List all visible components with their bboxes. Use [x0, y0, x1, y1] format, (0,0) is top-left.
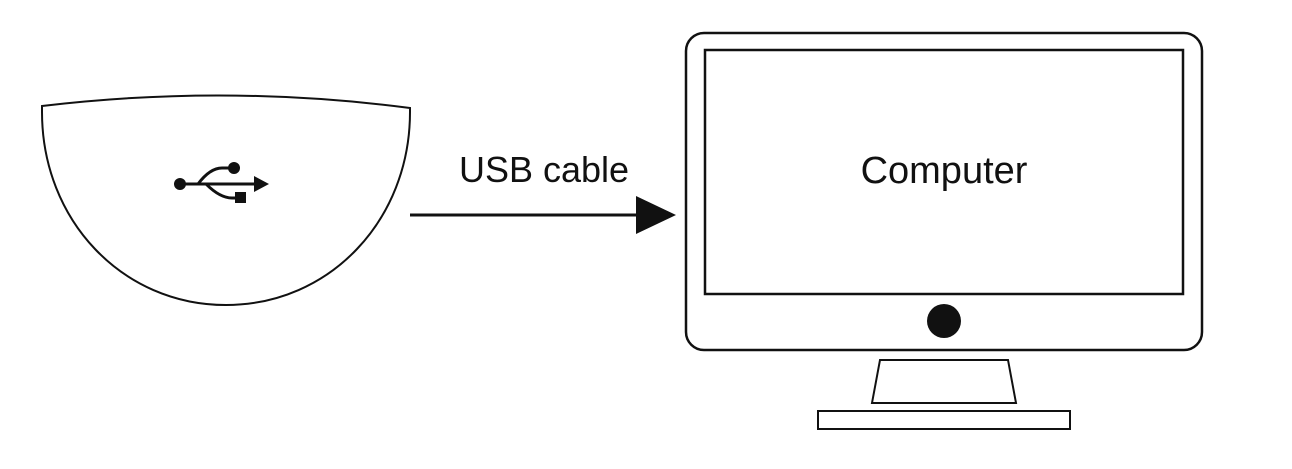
- usb-icon: [174, 162, 269, 203]
- power-button-icon: [927, 304, 961, 338]
- usb-cable-connection: USB cable: [410, 149, 676, 234]
- usb-device-body: [41, 94, 411, 307]
- cable-label: USB cable: [459, 149, 629, 190]
- arrow-right-icon: [636, 196, 676, 234]
- usb-device: [41, 94, 411, 307]
- computer-label: Computer: [861, 150, 1028, 192]
- monitor-base: [817, 410, 1071, 430]
- monitor-neck: [870, 359, 1018, 404]
- monitor-screen: [703, 48, 1185, 296]
- computer-monitor: Computer: [684, 31, 1204, 430]
